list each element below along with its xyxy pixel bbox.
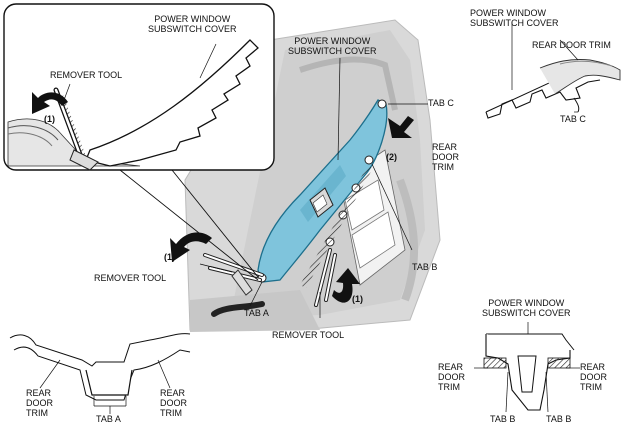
step-1-right-label: (1): [352, 294, 363, 304]
tr-cover-label-line2: SUBSWITCH COVER: [470, 18, 559, 28]
leader-lines-main: [199, 57, 428, 318]
br-trim-left-line3: TRIM: [438, 382, 460, 392]
br-tab-b-right-label: TAB B: [546, 414, 572, 424]
rear-door-trim-main-line2: DOOR: [432, 152, 459, 162]
hatched-tube: [212, 302, 264, 316]
br-trim-left-line2: DOOR: [438, 372, 465, 382]
inset-cover-label-line2: SUBSWITCH COVER: [148, 24, 237, 34]
remover-tool-bottom-main: [314, 248, 337, 307]
remover-tool-bottom-label: REMOVER TOOL: [272, 330, 345, 340]
tab-c-marker: [377, 99, 387, 109]
bl-trim-left-line2: DOOR: [26, 398, 53, 408]
main-cover-label-line1: POWER WINDOW: [294, 36, 371, 46]
inset-cover-label-line1: POWER WINDOW: [154, 14, 231, 24]
main-cover-label: POWER WINDOW SUBSWITCH COVER: [288, 36, 377, 56]
bl-trim-right-line1: REAR: [160, 388, 186, 398]
step-2-arrow: [388, 116, 414, 138]
inset-cover-label: POWER WINDOW SUBSWITCH COVER: [148, 14, 237, 34]
tab-b-detail: [474, 322, 580, 413]
br-cover-label-line2: SUBSWITCH COVER: [482, 308, 571, 318]
br-trim-right-line1: REAR: [580, 362, 606, 372]
br-cover-label: POWER WINDOW SUBSWITCH COVER: [482, 298, 571, 318]
br-trim-right-line3: TRIM: [580, 382, 602, 392]
rear-door-trim-main-line1: REAR: [432, 142, 458, 152]
tab-a-detail: [9, 333, 191, 414]
bl-trim-left-line1: REAR: [26, 388, 52, 398]
tab-c-label: TAB C: [428, 98, 454, 108]
remover-tool-left-main: [203, 253, 264, 296]
bl-trim-right-label: REAR DOOR TRIM: [160, 388, 187, 418]
tab-a-label: TAB A: [244, 308, 269, 318]
window-switch: [309, 187, 334, 218]
tab-b-label: TAB B: [412, 262, 438, 272]
bl-trim-right-line3: TRIM: [160, 408, 182, 418]
bl-trim-right-line2: DOOR: [160, 398, 187, 408]
remover-tool-left-label: REMOVER TOOL: [94, 273, 167, 283]
inset-tool-label: REMOVER TOOL: [50, 70, 123, 80]
bl-tab-a-label: TAB A: [96, 414, 121, 424]
br-cover-label-line1: POWER WINDOW: [488, 298, 565, 308]
inset-callout: [3, 3, 275, 281]
bl-trim-left-line3: TRIM: [26, 408, 48, 418]
rear-door-trim-main-label: REAR DOOR TRIM: [432, 142, 459, 172]
main-cover-label-line2: SUBSWITCH COVER: [288, 46, 377, 56]
tr-trim-label: REAR DOOR TRIM: [532, 40, 611, 50]
rear-door-trim-main-line3: TRIM: [432, 162, 454, 172]
inset-step-label: (1): [44, 114, 55, 124]
hatched-edge: [300, 165, 373, 288]
br-trim-right-label: REAR DOOR TRIM: [580, 362, 607, 392]
step-2-label: (2): [386, 152, 397, 162]
step-1-left-arrow: [170, 232, 212, 262]
tr-cover-label-line1: POWER WINDOW: [470, 8, 546, 18]
br-trim-left-label: REAR DOOR TRIM: [438, 362, 465, 392]
tr-cover-label: POWER WINDOW SUBSWITCH COVER: [470, 8, 559, 28]
br-tab-b-left-label: TAB B: [490, 414, 516, 424]
step-1-left-label: (1): [164, 252, 175, 262]
br-trim-left-line1: REAR: [438, 362, 464, 372]
step-1-right-arrow: [332, 268, 360, 303]
tab-b-marker: [364, 155, 374, 165]
bl-trim-left-label: REAR DOOR TRIM: [26, 388, 53, 418]
tab-c-detail: [485, 22, 621, 119]
br-trim-right-line2: DOOR: [580, 372, 607, 382]
tr-tab-c-label: TAB C: [560, 114, 586, 124]
